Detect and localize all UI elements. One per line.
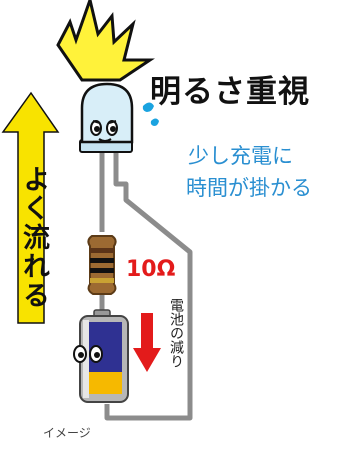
- glow-burst-icon: [56, 0, 155, 82]
- flow-label: よく流れる: [18, 165, 49, 310]
- note-line-1: 少し充電に: [188, 144, 293, 168]
- sweat-drop-icon: [150, 118, 159, 126]
- battery-drain-arrow: [133, 313, 161, 372]
- resistor: [87, 235, 117, 295]
- battery-character: [73, 309, 129, 403]
- headline: 明るさ重視: [150, 74, 310, 110]
- battery-drain-label: 電池の減り: [168, 298, 184, 368]
- resistor-value-label: 10Ω: [126, 257, 176, 282]
- circuit-wire: [104, 148, 193, 421]
- sweat-drop-icon: [142, 102, 154, 112]
- note-line-2: 時間が掛かる: [186, 176, 312, 200]
- flow-arrow: [1, 91, 60, 324]
- led-character: [79, 82, 134, 153]
- image-caption: イメージ: [43, 426, 91, 440]
